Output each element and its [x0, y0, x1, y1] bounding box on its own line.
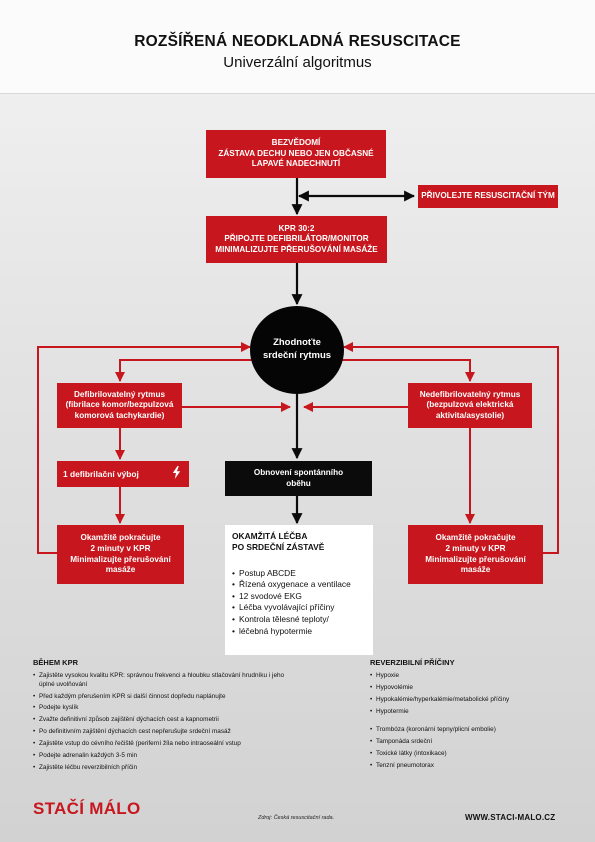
node-shock-label: 1 defibrilační výboj — [63, 468, 139, 479]
list-item: Kontrola tělesné teploty/ — [232, 614, 366, 626]
list-item: Hypotermie — [370, 708, 570, 717]
list-item: Po definitivním zajištění dýchacích cest… — [33, 728, 288, 737]
list-item: Postup ABCDE — [232, 568, 366, 580]
node-unconscious: BEZVĚDOMÍ ZÁSTAVA DECHU NEBO JEN OBČASNÉ… — [206, 130, 386, 178]
node-resume-left-line-2: 2 minuty v KPR — [90, 543, 151, 553]
lightning-icon — [172, 465, 181, 483]
list-item: Zvažte definitivní způsob zajištění dých… — [33, 716, 288, 725]
list-item: Hypoxie — [370, 672, 570, 681]
post-arrest-title-line-1: OKAMŽITÁ LÉČBA — [232, 531, 308, 541]
list-item: 12 svodové EKG — [232, 591, 366, 603]
loop-right — [520, 346, 559, 554]
arrow-assess-to-nonshockable — [342, 359, 475, 382]
list-item: Zajistěte vstup do cévního řečiště (peri… — [33, 740, 288, 749]
during-cpr-heading: BĚHEM KPR — [33, 658, 79, 667]
list-item: Léčba vyvolávající příčiny — [232, 602, 366, 614]
post-arrest-list: Postup ABCDE Řízená oxygenace a ventilac… — [232, 568, 366, 638]
node-rosc-line-2: oběhu — [286, 478, 311, 488]
node-cpr-line-3: MINIMALIZUJTE PŘERUŠOVÁNÍ MASÁŽE — [215, 244, 378, 254]
list-item: Tamponáda srdeční — [370, 738, 570, 747]
list-item: léčebná hypotermie — [232, 626, 366, 638]
node-shock: 1 defibrilační výboj — [57, 461, 189, 487]
node-rosc: Obnovení spontánního oběhu — [225, 461, 372, 496]
node-cpr-line-2: PŘIPOJTE DEFIBRILÁTOR/MONITOR — [224, 234, 369, 244]
post-arrest-treatment: OKAMŽITÁ LÉČBA PO SRDEČNÍ ZÁSTAVĚ Postup… — [225, 525, 373, 655]
node-resume-right-line-4: masáže — [460, 565, 491, 575]
list-item: Zajistěte léčbu reverzibilních příčin — [33, 764, 288, 773]
page-title: ROZŠÍŘENÁ NEODKLADNÁ RESUSCITACE — [134, 33, 461, 50]
list-item: Podejte adrenalin každých 3-5 min — [33, 752, 288, 761]
node-resume-right-line-3: Minimalizujte přerušování — [425, 554, 526, 564]
node-shockable-line-3: komorová tachykardie) — [74, 410, 165, 420]
list-item: Zajistěte vysokou kvalitu KPR: správnou … — [33, 672, 288, 689]
node-nonshockable-line-1: Nedefibrilovatelný rytmus — [419, 389, 521, 399]
node-shockable-line-1: Defibrilovatelný rytmus — [74, 389, 165, 399]
header-band — [0, 0, 595, 94]
node-nonshockable-line-3: aktivita/asystolie) — [435, 410, 505, 420]
node-unconscious-line-3: LAPAVÉ NADECHNUTÍ — [251, 159, 341, 169]
list-item: Řízená oxygenace a ventilace — [232, 579, 366, 591]
node-resume-right-line-1: Okamžitě pokračujte — [435, 533, 516, 543]
brand-logo: STAČÍ MÁLO — [33, 799, 141, 818]
node-resume-right: Okamžitě pokračujte 2 minuty v KPR Minim… — [408, 525, 543, 584]
list-item: Tenzní pneumotorax — [370, 762, 570, 771]
list-item: Hypovolémie — [370, 684, 570, 693]
node-shockable-line-2: (fibrilace komor/bezpulzová — [65, 400, 174, 410]
node-resume-right-line-2: 2 minuty v KPR — [445, 543, 506, 553]
post-arrest-title-line-2: PO SRDEČNÍ ZÁSTAVĚ — [232, 542, 325, 553]
list-item: Před každým přerušením KPR si další činn… — [33, 693, 288, 702]
source-note: Zdroj: Česká resuscitační rada. — [258, 815, 335, 821]
node-resume-left: Okamžitě pokračujte 2 minuty v KPR Minim… — [57, 525, 184, 584]
arrow-assess-to-shockable — [115, 359, 252, 382]
list-item: Trombóza (koronární tepny/plicní embolie… — [370, 726, 570, 735]
node-rosc-line-1: Obnovení spontánního — [253, 467, 344, 477]
node-call-team-label: PŘIVOLEJTE RESUSCITAČNÍ TÝM — [421, 191, 555, 201]
list-item: Hypokalémie/hyperkalémie/metabolické pří… — [370, 696, 570, 705]
node-unconscious-line-2: ZÁSTAVA DECHU NEBO JEN OBČASNÉ — [218, 148, 374, 158]
node-nonshockable-line-2: (bezpulzová elektrická — [426, 400, 514, 410]
during-cpr-section: BĚHEM KPR Zajistěte vysokou kvalitu KPR:… — [33, 658, 288, 775]
node-resume-left-line-1: Okamžitě pokračujte — [80, 533, 161, 543]
list-item: Podejte kyslík — [33, 704, 288, 713]
node-assess-line-2: srdeční rytmus — [262, 350, 332, 361]
node-cpr-line-1: KPR 30:2 — [278, 223, 315, 233]
page-subtitle: Univerzální algoritmus — [223, 54, 372, 71]
website-link[interactable]: WWW.STACI-MALO.CZ — [465, 813, 556, 822]
reversible-causes-section: REVERZIBILNÍ PŘÍČINY Hypoxie Hypovolémie… — [370, 658, 570, 774]
node-shockable: Defibrilovatelný rytmus (fibrilace komor… — [57, 383, 182, 428]
list-item: Toxické látky (intoxikace) — [370, 750, 570, 759]
node-resume-left-line-4: masáže — [105, 565, 136, 575]
reversible-causes-heading: REVERZIBILNÍ PŘÍČINY — [370, 658, 455, 667]
node-nonshockable: Nedefibrilovatelný rytmus (bezpulzová el… — [408, 383, 532, 428]
node-resume-left-line-3: Minimalizujte přerušování — [70, 554, 171, 564]
node-cpr: KPR 30:2 PŘIPOJTE DEFIBRILÁTOR/MONITOR M… — [206, 216, 387, 263]
node-call-team: PŘIVOLEJTE RESUSCITAČNÍ TÝM — [418, 185, 558, 208]
loop-left — [37, 346, 75, 554]
node-assess-line-1: Zhodnoťte — [273, 337, 321, 349]
node-assess-rhythm: Zhodnoťte srdeční rytmus — [250, 306, 344, 394]
node-unconscious-line-1: BEZVĚDOMÍ — [271, 138, 321, 148]
